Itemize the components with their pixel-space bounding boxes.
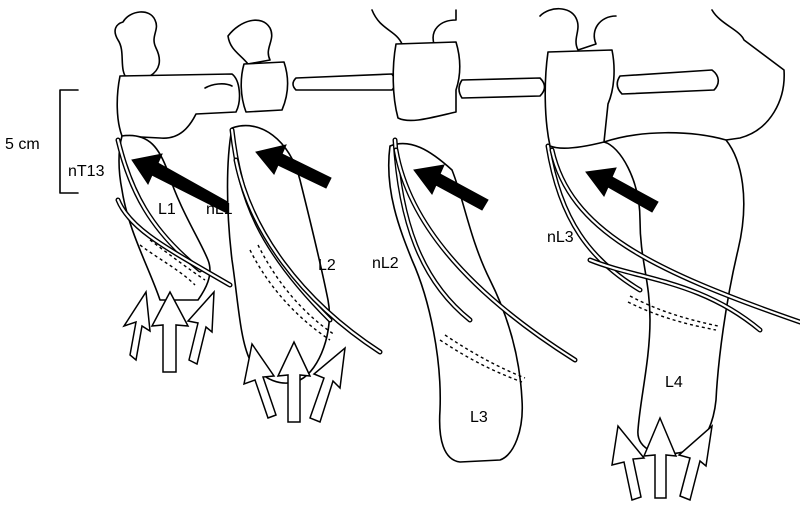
open-arrows-2 [244,342,345,422]
crossbar-3 [459,78,545,98]
vertebra-4-right [712,10,784,140]
open-arrows-1 [124,292,214,372]
segment-3: nL2 L3 [372,10,575,462]
vertebra-1-upper [115,12,159,80]
label-L4: L4 [665,374,683,391]
label-L2: L2 [318,257,336,274]
segment-4: nL3 L4 [540,9,800,500]
vertebra-4-body [545,50,614,148]
scale-bar-label: 5 cm [5,136,40,153]
crossbar-4 [617,70,718,94]
vertebra-4-upper [540,9,616,50]
vertebra-2-upper [228,20,272,64]
label-L1: L1 [158,201,176,218]
label-nL2: nL2 [372,255,399,272]
vertebra-3-upper [372,10,456,44]
label-nL3: nL3 [547,229,574,246]
label-nL1: nL1 [206,201,233,218]
crossbar-2 [293,74,395,90]
vertebra-2-body [241,62,287,112]
segment-1: nT13 L1 [68,12,239,372]
label-nT13: nT13 [68,163,105,180]
label-L3: L3 [470,409,488,426]
vertebra-3-body [393,42,460,120]
